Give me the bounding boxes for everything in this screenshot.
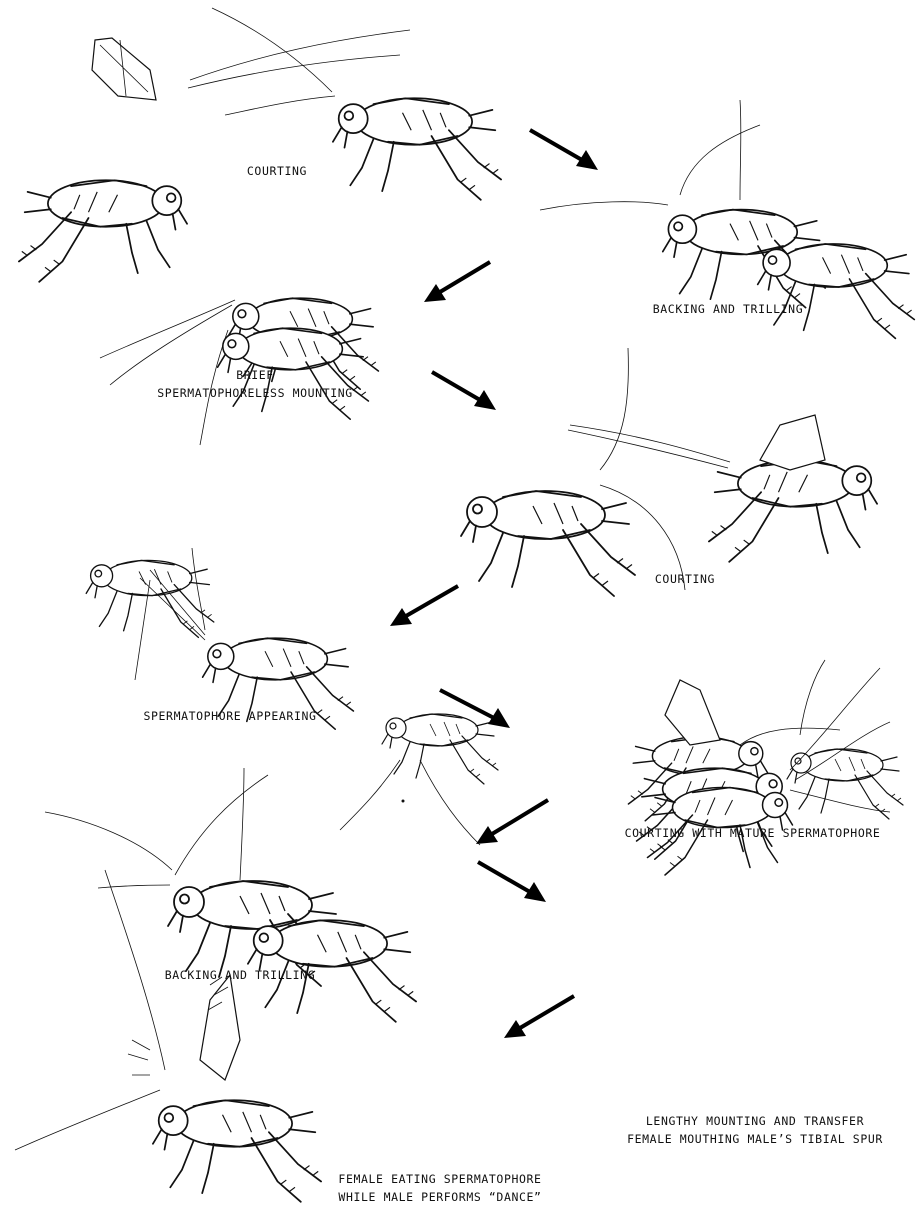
label-female-eating: FEMALE EATING SPERMATOPHORE WHILE MALE P… [305,1170,575,1206]
raised-wings-2 [760,415,825,470]
arrow-4 [390,586,458,626]
label-line: WHILE MALE PERFORMS “DANCE” [305,1188,575,1206]
label-backing-trilling-1: BACKING AND TRILLING [628,300,828,318]
label-courting-2: COURTING [635,570,735,588]
arrow-6 [476,800,548,844]
label-line: SPERMATOPHORE APPEARING [120,707,340,725]
label-backing-trilling-2: BACKING AND TRILLING [140,966,340,984]
label-courting-1: COURTING [222,162,332,180]
arrow-3 [432,372,496,410]
courting-pair-illustration-2 [461,348,877,596]
female-eating-illustration [340,714,498,845]
raised-wings-4 [200,975,240,1080]
label-line: FEMALE EATING SPERMATOPHORE [305,1170,575,1188]
arrow-2 [424,262,490,302]
arrow-8 [504,996,574,1038]
label-line: BRIEF [140,366,370,384]
label-line: COURTING [635,570,735,588]
raised-wings-3 [665,680,720,745]
courting-pair-illustration-1 [19,8,501,282]
label-line: FEMALE MOUTHING MALE’S TIBIAL SPUR [595,1130,915,1148]
label-courting-mature: COURTING WITH MATURE SPERMATOPHORE [590,824,915,842]
label-line: COURTING [222,162,332,180]
label-line: BACKING AND TRILLING [628,300,828,318]
label-spermatophore-appearing: SPERMATOPHORE APPEARING [120,707,340,725]
label-line: LENGTHY MOUNTING AND TRANSFER [595,1112,915,1130]
label-brief-mounting: BRIEF SPERMATOPHORELESS MOUNTING [140,366,370,402]
label-line: SPERMATOPHORELESS MOUNTING [140,384,370,402]
arrow-1 [530,130,598,170]
label-lengthy-mounting: LENGTHY MOUNTING AND TRANSFER FEMALE MOU… [595,1112,915,1148]
spermatophore-appearing-illustration [86,548,353,729]
label-line: COURTING WITH MATURE SPERMATOPHORE [590,824,915,842]
label-line: BACKING AND TRILLING [140,966,340,984]
arrow-7 [478,862,546,902]
